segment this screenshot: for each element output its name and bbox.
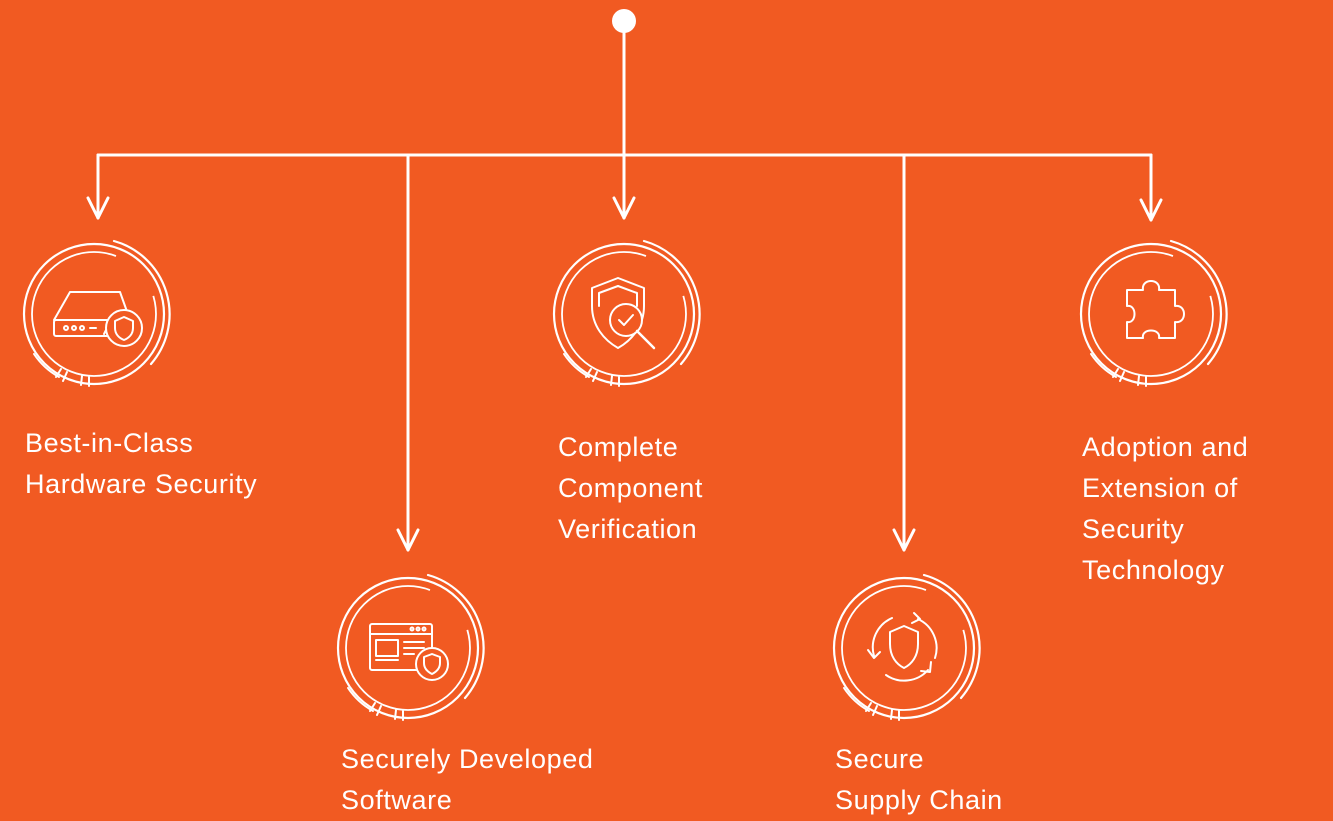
root-dot	[612, 9, 636, 33]
server-shield-icon	[53, 291, 143, 347]
label-line: Component	[558, 473, 703, 503]
arrowhead-adoption	[1139, 198, 1163, 222]
label-line: Best-in-Class	[25, 428, 194, 458]
label-line: Complete	[558, 432, 679, 462]
browser-shield-icon	[369, 623, 449, 681]
label-line: Technology	[1082, 555, 1225, 585]
label-supply: Secure Supply Chain	[835, 739, 1003, 821]
node-hardware	[22, 239, 172, 388]
label-adoption: Adoption and Extension of Security Techn…	[1082, 427, 1248, 591]
arrowhead-software	[396, 528, 420, 552]
label-hardware: Best-in-Class Hardware Security	[25, 423, 257, 505]
arrowhead-supply	[892, 528, 916, 552]
node-supply	[832, 573, 982, 722]
puzzle-piece-icon	[1126, 280, 1185, 339]
node-verification	[552, 239, 702, 388]
connector-lines	[86, 9, 1163, 552]
label-line: Software	[341, 785, 453, 815]
shield-cycle-icon	[867, 612, 938, 682]
label-line: Hardware Security	[25, 469, 258, 499]
label-line: Adoption and	[1082, 432, 1249, 462]
label-line: Security	[1082, 514, 1185, 544]
label-line: Securely Developed	[341, 744, 594, 774]
node-adoption	[1079, 239, 1229, 388]
label-line: Extension of	[1082, 473, 1238, 503]
shield-magnifier-icon	[591, 277, 656, 350]
arrowhead-verification	[612, 196, 636, 220]
label-software: Securely Developed Software	[341, 739, 593, 821]
node-software	[336, 573, 486, 722]
label-line: Verification	[558, 514, 698, 544]
label-line: Secure	[835, 744, 925, 774]
arrowhead-hardware	[86, 196, 110, 220]
label-line: Supply Chain	[835, 785, 1003, 815]
label-verification: Complete Component Verification	[558, 427, 703, 550]
